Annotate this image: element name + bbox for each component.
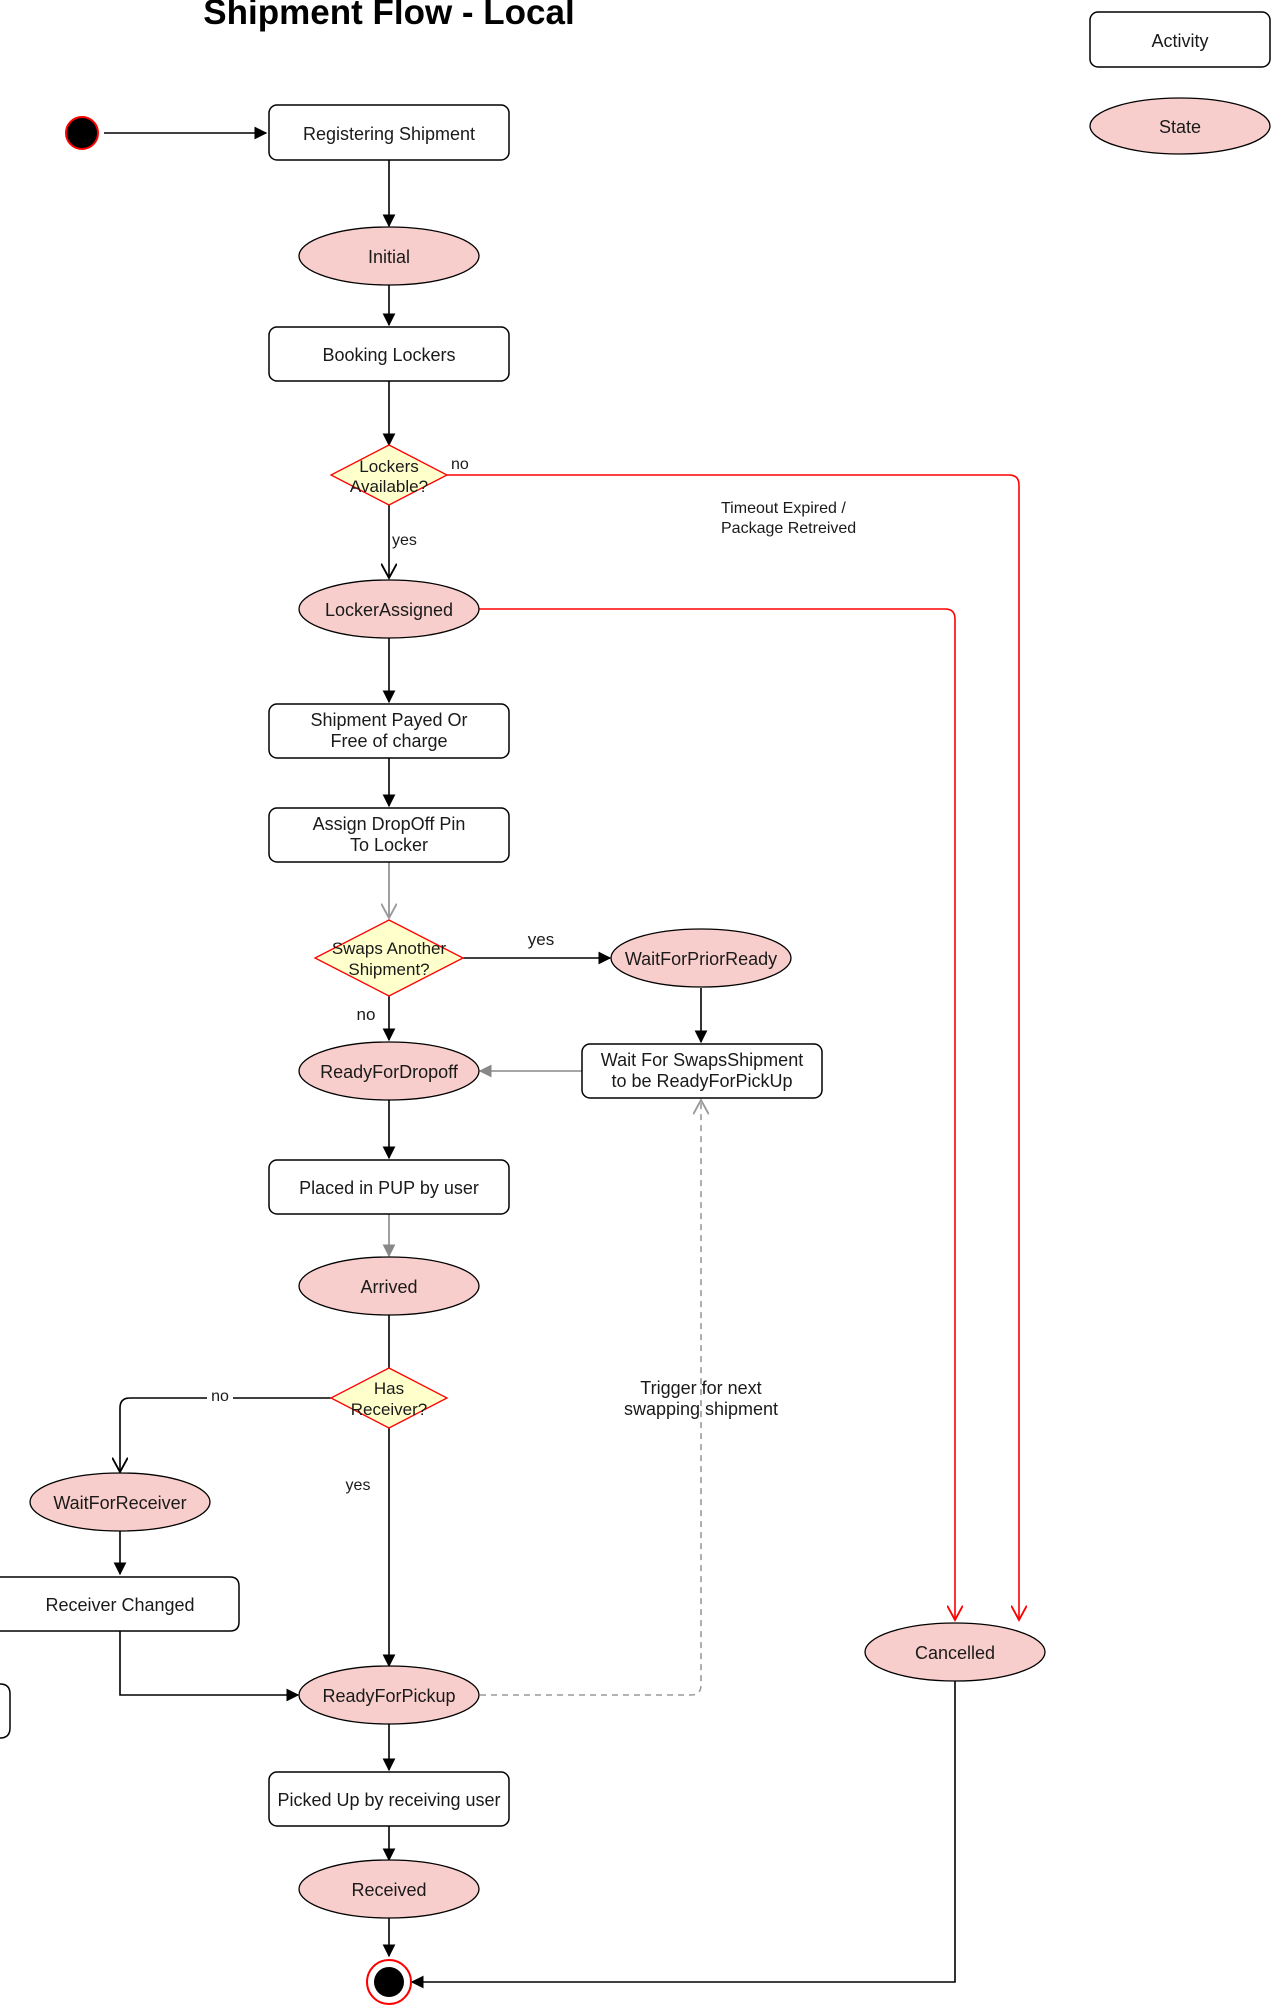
edges [104,126,1019,1989]
edge-cancelled-end [410,1681,956,1989]
state-wait-for-receiver: WaitForReceiver [29,1472,211,1532]
edge-lockers-no-cancelled [447,474,1019,1620]
decision-label-line1: Lockers [359,457,419,476]
state-arrived: Arrived [298,1256,480,1316]
edge-label-receiver-no: no [211,1388,229,1405]
state-cancelled: Cancelled [864,1622,1046,1682]
state-locker-assigned: LockerAssigned [298,579,480,639]
activity-label: Picked Up by receiving user [277,1790,500,1810]
activity-label: Booking Lockers [322,345,455,365]
legend-activity-label: Activity [1151,31,1208,51]
state-received: Received [298,1859,480,1919]
activity-label: Registering Shipment [303,124,475,144]
decision-label-line2: Shipment? [348,960,429,979]
start-node [65,116,99,150]
clipped-element-left [0,1683,11,1739]
decision-label-line1: Has [374,1379,404,1398]
decision-has-receiver: Has Receiver? [329,1367,449,1429]
state-ready-for-pickup: ReadyForPickup [298,1665,480,1725]
state-label: Initial [368,247,410,267]
edge-changed-readypickup [119,1630,300,1702]
diagram-title: Shipment Flow - Local [203,0,574,32]
activity-picked-up: Picked Up by receiving user [268,1771,510,1827]
edge-trigger-dashed [480,1100,701,1696]
activity-booking-lockers: Booking Lockers [268,326,510,382]
decision-swaps-another-shipment: Swaps Another Shipment? [313,919,465,997]
state-label: WaitForReceiver [53,1493,186,1513]
edge-label-trigger-line2: swapping shipment [624,1399,778,1419]
activity-label-line2: to be ReadyForPickUp [611,1071,792,1091]
state-label: LockerAssigned [325,600,453,620]
legend-activity: Activity [1089,11,1271,68]
decision-label-line1: Swaps Another [332,939,447,958]
decision-label-line2: Receiver? [351,1400,428,1419]
activity-receiver-changed: Receiver Changed [0,1576,240,1632]
decision-label-line2: Available? [350,477,428,496]
state-wait-for-prior-ready: WaitForPriorReady [610,928,792,988]
state-ready-for-dropoff: ReadyForDropoff [298,1041,480,1101]
activity-label: Receiver Changed [45,1595,194,1615]
activity-label-line2: Free of charge [330,731,447,751]
end-node [366,1959,412,2005]
activity-wait-for-swaps-shipment: Wait For SwapsShipment to be ReadyForPic… [581,1043,823,1099]
activity-shipment-payed: Shipment Payed Or Free of charge [268,703,510,759]
activity-label-line1: Wait For SwapsShipment [601,1050,803,1070]
edge-label-lockers-no: no [451,456,469,473]
decision-lockers-available: Lockers Available? [329,444,449,506]
edge-receiver-no [120,1397,331,1472]
activity-label: Placed in PUP by user [299,1178,479,1198]
edge-label-trigger-line1: Trigger for next [640,1378,761,1398]
legend-state: State [1089,97,1271,155]
activity-label-line1: Shipment Payed Or [310,710,467,730]
edge-label-receiver-no-bg [207,1386,233,1404]
state-label: Received [351,1880,426,1900]
activity-label-line1: Assign DropOff Pin [313,814,466,834]
state-label: Cancelled [915,1643,995,1663]
state-label: ReadyForPickup [322,1686,455,1706]
edge-label-swaps-no: no [357,1005,376,1024]
edge-label-lockers-yes: yes [392,532,417,549]
edge-label-receiver-yes: yes [346,1477,371,1494]
edge-label-timeout-line1: Timeout Expired / [721,500,846,517]
edge-label-timeout-line2: Package Retreived [721,520,856,537]
activity-placed-in-pup: Placed in PUP by user [268,1159,510,1215]
edge-label-swaps-yes: yes [528,930,554,949]
activity-label-line2: To Locker [350,835,428,855]
state-label: Arrived [360,1277,417,1297]
activity-registering-shipment: Registering Shipment [268,104,510,161]
activity-assign-dropoff-pin: Assign DropOff Pin To Locker [268,807,510,863]
state-label: ReadyForDropoff [320,1062,459,1082]
state-label: WaitForPriorReady [625,949,777,969]
state-initial: Initial [298,226,480,286]
edge-lockerassigned-cancelled [477,608,955,1620]
legend-state-label: State [1159,117,1201,137]
